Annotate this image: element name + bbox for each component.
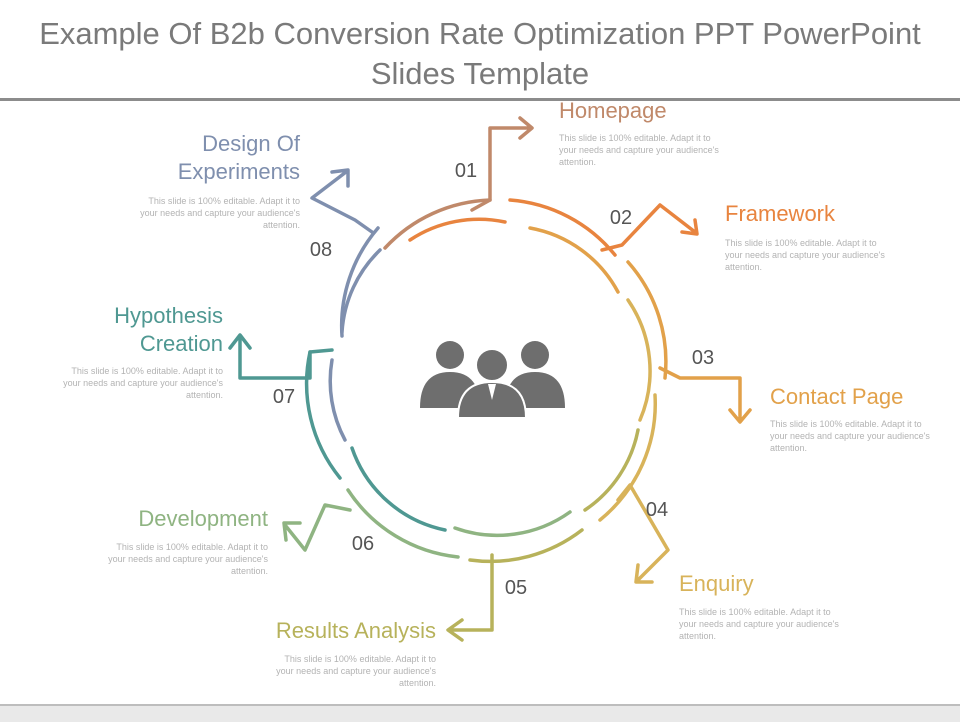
arrow-design <box>310 168 374 234</box>
step-number-01: 01 <box>454 160 478 182</box>
step-number-04: 04 <box>645 499 669 521</box>
step-desc-design-of-experiments: This slide is 100% editable. Adapt it to… <box>140 196 300 230</box>
title-divider <box>0 98 960 101</box>
step-label-design-of-experiments: Design Of Experiments <box>177 131 300 184</box>
inner-ring-segment-development <box>453 510 572 538</box>
step-number-06: 06 <box>351 533 375 555</box>
step-number-05: 05 <box>504 577 528 599</box>
outer-ring-segment-enquiry <box>598 393 657 522</box>
outer-ring-segment-hypothesis <box>304 350 342 480</box>
footer-bar <box>0 704 960 722</box>
step-desc-contact-page: This slide is 100% editable. Adapt it to… <box>770 419 930 453</box>
step-number-07: 07 <box>272 386 296 408</box>
outer-ring-segment-results <box>468 528 584 564</box>
outer-ring-segment-design <box>339 226 380 338</box>
step-number-08: 08 <box>309 239 333 261</box>
slide-title: Example Of B2b Conversion Rate Optimizat… <box>39 16 921 91</box>
outer-ring-segment-contact <box>626 260 668 380</box>
arrow-results <box>446 553 494 642</box>
inner-ring-segment-enquiry <box>626 298 652 422</box>
step-label-homepage: Homepage <box>559 98 667 123</box>
step-label-development: Development <box>138 506 268 531</box>
step-label-enquiry: Enquiry <box>679 571 754 596</box>
inner-ring-segment-hypothesis <box>350 446 447 532</box>
step-desc-enquiry: This slide is 100% editable. Adapt it to… <box>679 607 839 641</box>
arrow-contact <box>658 366 752 424</box>
people-group-icon <box>420 341 565 419</box>
arrow-hypothesis <box>228 333 334 380</box>
step-desc-results-analysis: This slide is 100% editable. Adapt it to… <box>276 654 436 688</box>
outer-ring-segment-homepage <box>383 198 492 250</box>
arrow-enquiry <box>616 483 670 584</box>
step-label-contact-page: Contact Page <box>770 384 904 409</box>
step-label-framework: Framework <box>725 201 836 226</box>
inner-ring-segment-framework <box>408 217 507 242</box>
outer-ring-segment-development <box>346 488 460 559</box>
arrow-development <box>282 503 352 552</box>
step-desc-framework: This slide is 100% editable. Adapt it to… <box>725 238 885 272</box>
step-number-02: 02 <box>609 207 633 229</box>
outer-ring-segment-framework <box>508 198 617 257</box>
step-label-results-analysis: Results Analysis <box>275 618 436 643</box>
step-number-03: 03 <box>691 347 715 369</box>
arrow-framework <box>600 203 699 252</box>
inner-ring-segment-design-lower <box>328 358 347 442</box>
arrow-homepage <box>470 116 534 212</box>
inner-ring-segment-contact <box>528 226 620 294</box>
step-desc-development: This slide is 100% editable. Adapt it to… <box>108 542 268 576</box>
inner-ring-segment-results <box>583 428 640 512</box>
inner-ring-segment-design <box>340 248 382 334</box>
step-desc-homepage: This slide is 100% editable. Adapt it to… <box>559 133 719 167</box>
step-label-hypothesis-creation: Hypothesis Creation <box>114 303 223 356</box>
step-desc-hypothesis-creation: This slide is 100% editable. Adapt it to… <box>63 366 223 400</box>
